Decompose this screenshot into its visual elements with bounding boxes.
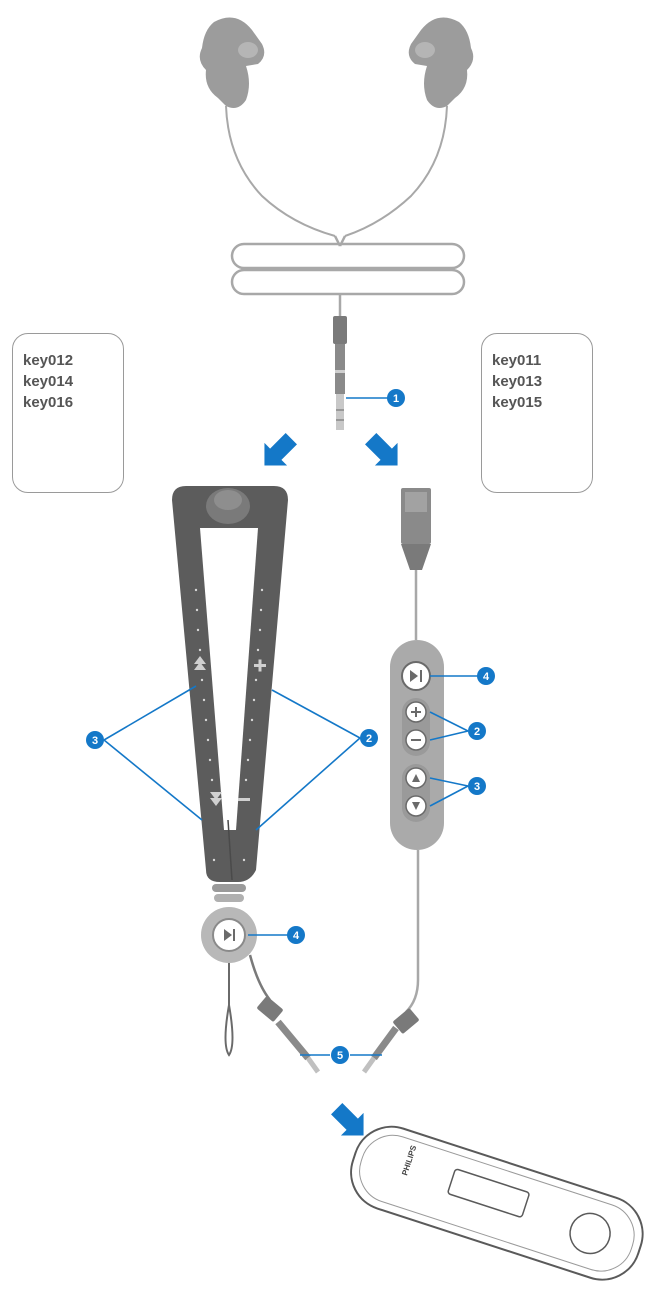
callout-badge-3-lanyard: 3 — [86, 731, 104, 749]
svg-text:4: 4 — [483, 671, 490, 683]
earbud-left — [199, 17, 336, 237]
key-label: key014 — [23, 373, 74, 390]
lanyard-stitching — [194, 588, 264, 862]
remote-play-button — [401, 661, 431, 691]
svg-text:5: 5 — [337, 1050, 343, 1062]
lanyard-play-button — [201, 907, 257, 963]
jack-left — [257, 996, 321, 1074]
svg-text:4: 4 — [293, 930, 300, 942]
callout-badge-4-remote: 4 — [477, 667, 495, 685]
callout-badge-2-remote: 2 — [468, 722, 486, 740]
arrow-right-down — [365, 433, 398, 466]
lanyard-prev-icon — [210, 792, 222, 806]
remote-control — [390, 488, 444, 1013]
arrow-to-player — [331, 1103, 364, 1136]
main-plug — [333, 316, 347, 430]
remote-next-button — [405, 767, 427, 789]
key-label: key016 — [23, 394, 74, 411]
arrow-left-down — [264, 433, 297, 466]
svg-text:3: 3 — [474, 781, 480, 793]
key-label: key013 — [492, 373, 543, 390]
earphones — [199, 17, 474, 430]
key-label: key015 — [492, 394, 543, 411]
key-label: key012 — [23, 352, 74, 369]
key-label: key011 — [492, 352, 542, 369]
key-box-right: key011 key013 key015 — [481, 333, 593, 493]
svg-text:2: 2 — [366, 733, 372, 745]
lanyard-minus-icon — [238, 798, 250, 801]
jack-right — [361, 1008, 419, 1074]
cable-coil — [230, 235, 466, 318]
lanyard-next-icon — [194, 656, 206, 670]
svg-text:3: 3 — [92, 735, 98, 747]
callout-badge-1: 1 — [387, 389, 405, 407]
callout-badge-4-lanyard: 4 — [287, 926, 305, 944]
lanyard — [172, 486, 288, 1057]
svg-text:1: 1 — [393, 393, 399, 405]
callout-badge-5: 5 — [331, 1046, 349, 1064]
key-box-left: key012 key014 key016 — [12, 333, 124, 493]
callout-lines — [103, 397, 478, 1056]
callout-badge-2-lanyard: 2 — [360, 729, 378, 747]
remote-volume-up-button — [405, 701, 427, 723]
callout-badge-3-remote: 3 — [468, 777, 486, 795]
svg-text:2: 2 — [474, 726, 480, 738]
lanyard-plus-icon — [254, 659, 266, 672]
mp3-player: PHILIPS — [350, 1125, 644, 1281]
remote-volume-down-button — [405, 729, 427, 751]
earbud-right — [344, 17, 474, 237]
remote-prev-button — [405, 795, 427, 817]
